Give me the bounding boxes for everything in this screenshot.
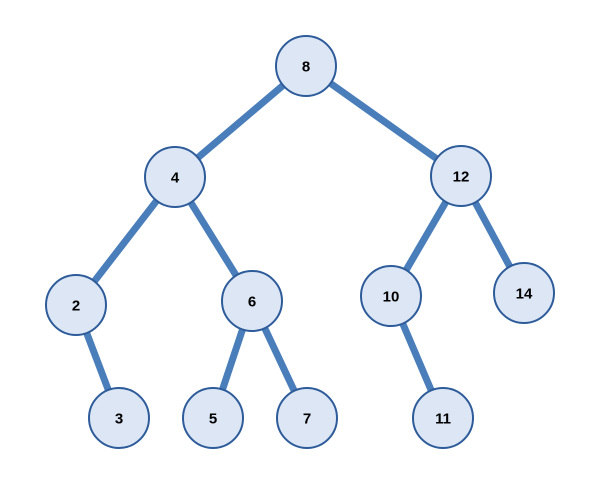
node-circle-3	[88, 387, 150, 449]
tree-edge-4-to-6	[186, 197, 241, 281]
tree-node-11[interactable]: 11	[412, 387, 474, 449]
node-label-3: 3	[115, 411, 123, 428]
node-circle-8	[275, 35, 337, 97]
tree-node-5[interactable]: 5	[182, 387, 244, 449]
tree-edge-2-to-3	[82, 327, 113, 396]
tree-node-10[interactable]: 10	[360, 265, 422, 327]
tree-node-14[interactable]: 14	[493, 262, 555, 324]
tree-node-3[interactable]: 3	[88, 387, 150, 449]
node-circle-7	[276, 387, 338, 449]
node-circle-11	[412, 387, 474, 449]
tree-edge-12-to-14	[470, 197, 515, 272]
tree-edge-12-to-10	[401, 196, 451, 276]
tree-edges-layer	[82, 78, 515, 397]
tree-edge-6-to-7	[260, 322, 299, 397]
node-circle-5	[182, 387, 244, 449]
node-circle-12	[430, 145, 492, 207]
tree-node-2[interactable]: 2	[45, 274, 107, 336]
tree-nodes-layer: 8 4 12 2 6 10 14 3 5 7 11	[45, 35, 555, 449]
node-label-12: 12	[453, 169, 470, 186]
tree-edge-4-to-2	[89, 195, 162, 287]
tree-node-6[interactable]: 6	[221, 270, 283, 332]
node-circle-10	[360, 265, 422, 327]
node-label-2: 2	[72, 298, 80, 315]
node-circle-14	[493, 262, 555, 324]
tree-node-7[interactable]: 7	[276, 387, 338, 449]
tree-edge-6-to-5	[218, 324, 247, 395]
tree-node-12[interactable]: 12	[430, 145, 492, 207]
tree-node-8[interactable]: 8	[275, 35, 337, 97]
tree-edge-8-to-12	[325, 78, 442, 164]
node-label-5: 5	[209, 411, 217, 428]
node-label-10: 10	[383, 289, 400, 306]
node-label-7: 7	[303, 411, 311, 428]
node-circle-2	[45, 274, 107, 336]
node-label-6: 6	[248, 294, 256, 311]
node-circle-4	[144, 146, 206, 208]
node-label-8: 8	[302, 59, 310, 76]
node-circle-6	[221, 270, 283, 332]
tree-node-4[interactable]: 4	[144, 146, 206, 208]
node-label-14: 14	[516, 286, 533, 303]
node-label-4: 4	[171, 170, 180, 187]
tree-edge-10-to-11	[398, 318, 436, 396]
node-label-11: 11	[435, 411, 451, 428]
tree-edge-8-to-4	[192, 80, 289, 163]
